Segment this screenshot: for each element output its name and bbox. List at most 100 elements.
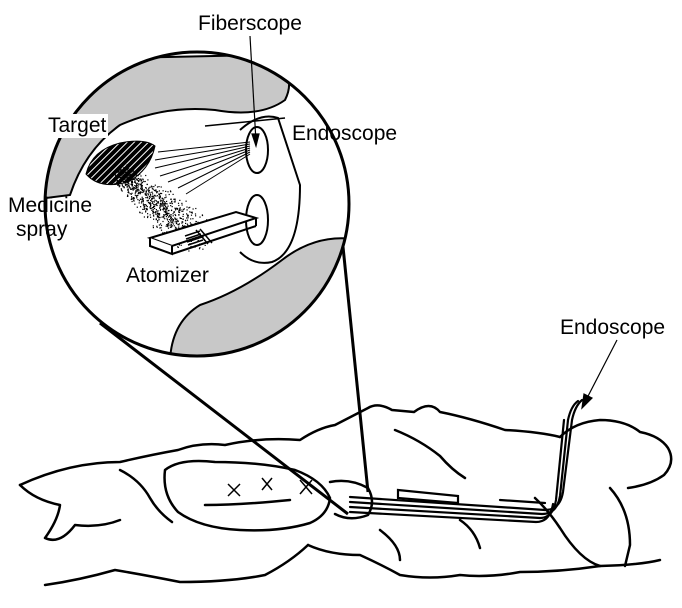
spray-particle <box>134 179 135 180</box>
spray-particle <box>149 207 150 208</box>
spray-particle <box>131 185 132 186</box>
spray-particle <box>122 190 123 191</box>
spray-particle <box>145 211 146 212</box>
spray-particle <box>118 174 119 175</box>
spray-particle <box>159 224 160 225</box>
spray-particle <box>145 193 146 194</box>
spray-particle <box>175 219 176 220</box>
spray-particle <box>157 215 158 216</box>
spray-particle <box>148 189 149 190</box>
spray-particle <box>124 176 125 177</box>
spray-particle <box>173 199 174 200</box>
spray-particle <box>164 197 165 198</box>
spray-particle <box>131 199 132 200</box>
spray-particle <box>136 195 137 196</box>
spray-particle <box>154 201 155 202</box>
spray-particle <box>162 209 163 210</box>
spray-particle <box>131 189 132 190</box>
spray-particle <box>160 203 161 204</box>
spray-particle <box>172 220 173 221</box>
spray-particle <box>163 200 164 201</box>
spray-particle <box>187 209 188 210</box>
spray-particle <box>138 186 139 187</box>
spray-particle <box>144 204 145 205</box>
spray-particle <box>152 193 153 194</box>
spray-particle <box>127 168 128 169</box>
spray-particle <box>151 196 152 197</box>
spray-particle <box>138 192 139 193</box>
spray-particle <box>132 170 133 171</box>
spray-particle <box>186 213 187 214</box>
spray-particle <box>186 217 187 218</box>
spray-particle <box>139 174 140 175</box>
spray-particle <box>179 212 180 213</box>
spray-particle <box>127 176 128 177</box>
spray-particle <box>147 193 148 194</box>
spray-particle <box>167 225 168 226</box>
spray-particle <box>136 196 137 197</box>
spray-particle <box>149 198 150 199</box>
spray-particle <box>163 199 164 200</box>
spray-particle <box>166 207 167 208</box>
spray-particle <box>176 228 177 229</box>
spray-particle <box>144 208 145 209</box>
spray-particle <box>182 216 183 217</box>
spray-particle <box>143 181 144 182</box>
spray-particle <box>120 177 121 178</box>
spray-particle <box>122 170 123 171</box>
spray-particle <box>157 213 158 214</box>
spray-particle <box>117 169 118 170</box>
spray-particle <box>115 180 116 181</box>
spray-particle <box>128 178 129 179</box>
spray-particle <box>205 245 206 246</box>
spray-particle <box>159 198 160 199</box>
spray-particle <box>142 209 143 210</box>
endoscope-main-label: Endoscope <box>560 316 665 340</box>
spray-particle <box>185 223 186 224</box>
spray-particle <box>135 173 136 174</box>
spray-particle <box>147 216 148 217</box>
spray-particle <box>115 169 116 170</box>
spray-particle <box>161 225 162 226</box>
spray-particle <box>128 184 129 185</box>
spray-particle <box>133 187 134 188</box>
spray-particle <box>144 216 145 217</box>
spray-particle <box>128 168 129 169</box>
spray-particle <box>119 183 120 184</box>
spray-particle <box>140 175 141 176</box>
spray-particle <box>166 197 167 198</box>
spray-particle <box>153 225 154 226</box>
spray-particle <box>135 190 136 191</box>
spray-particle <box>181 223 182 224</box>
spray-particle <box>156 211 157 212</box>
spray-particle <box>121 188 122 189</box>
spray-particle <box>183 209 184 210</box>
spray-particle <box>139 212 140 213</box>
spray-particle <box>174 225 175 226</box>
spray-particle <box>157 186 158 187</box>
spray-particle <box>141 199 142 200</box>
spray-particle <box>147 197 148 198</box>
spray-particle <box>152 201 153 202</box>
spray-particle <box>133 173 134 174</box>
spray-particle <box>147 184 148 185</box>
spray-particle <box>127 185 128 186</box>
spray-particle <box>119 186 120 187</box>
spray-particle <box>157 222 158 223</box>
spray-particle <box>125 179 126 180</box>
spray-particle <box>154 200 155 201</box>
spray-particle <box>129 179 130 180</box>
spray-particle <box>162 198 163 199</box>
spray-particle <box>171 201 172 202</box>
spray-particle <box>192 212 193 213</box>
spray-particle <box>130 174 131 175</box>
spray-particle <box>164 208 165 209</box>
spray-particle <box>158 219 159 220</box>
spray-particle <box>178 247 179 248</box>
spray-particle <box>156 204 157 205</box>
spray-particle <box>120 174 121 175</box>
spray-particle <box>136 197 137 198</box>
spray-particle <box>124 170 125 171</box>
